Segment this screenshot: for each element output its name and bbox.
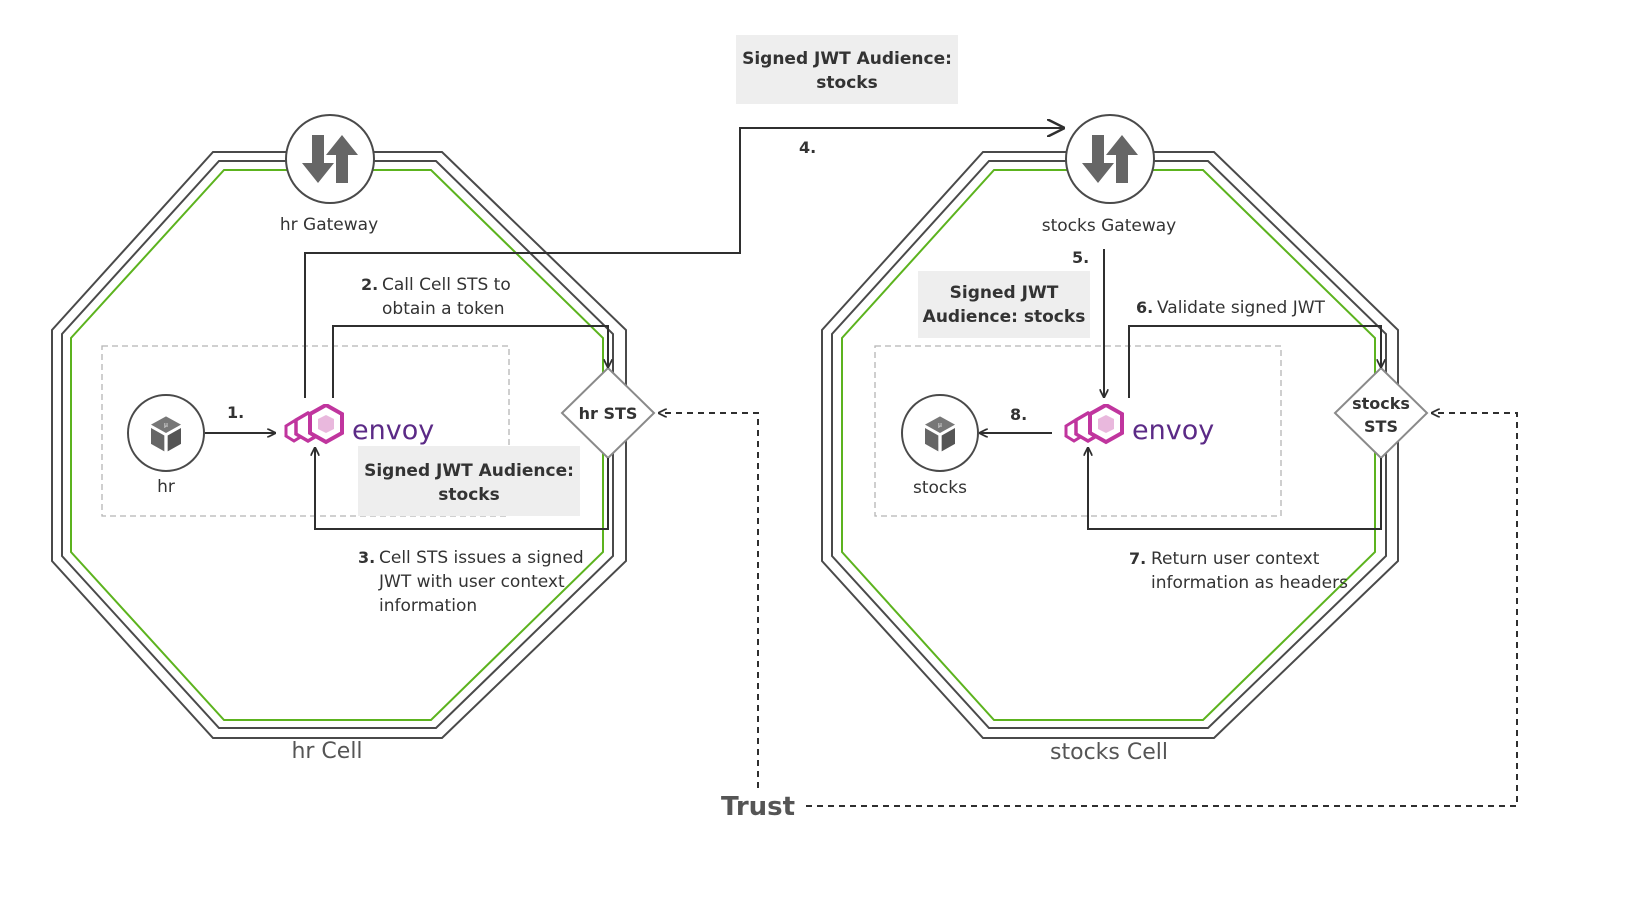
- step8-number: 8.: [1010, 405, 1027, 424]
- stocks-cell-outer-boundary: [821, 151, 1399, 739]
- envoy-logo-icon: [1064, 404, 1124, 444]
- stocks-service[interactable]: [901, 394, 979, 472]
- hr-jwt-note-line1: Signed JWT Audience:: [364, 461, 574, 481]
- stocks-envoy-label: envoy: [1132, 415, 1214, 446]
- hr-service[interactable]: [127, 394, 205, 472]
- arrow-step4: [304, 128, 1063, 398]
- arrow-step7: [1088, 448, 1382, 530]
- hr-jwt-note: Signed JWT Audience: stocks: [358, 446, 580, 516]
- stocks-gateway[interactable]: [1065, 114, 1155, 204]
- stocks-service-label: stocks: [913, 478, 967, 498]
- step2-number: 2.: [361, 275, 378, 294]
- hr-gateway-label: hr Gateway: [280, 215, 378, 235]
- trust-link-stocks: [806, 413, 1518, 807]
- arrow-step6: [1128, 325, 1381, 398]
- hr-sts-label: hr STS: [579, 404, 638, 423]
- step4-number: 4.: [799, 138, 816, 157]
- stocks-sts[interactable]: stocks STS: [1333, 366, 1429, 460]
- stocks-sts-label-line1: stocks: [1352, 394, 1410, 413]
- step3-line3: information: [379, 596, 477, 616]
- step6-line1: Validate signed JWT: [1157, 298, 1326, 318]
- hr-service-label: hr: [157, 477, 175, 497]
- hr-envoy-proxy[interactable]: envoy: [284, 404, 434, 446]
- top-jwt-note: Signed JWT Audience: stocks: [736, 35, 958, 104]
- stocks-sts-label-line2: STS: [1364, 417, 1398, 436]
- hr-gateway[interactable]: [285, 114, 375, 204]
- trust-link-hr: [659, 413, 759, 788]
- step3-number: 3.: [358, 548, 375, 567]
- stocks-gateway-label: stocks Gateway: [1042, 216, 1176, 236]
- stocks-envoy-proxy[interactable]: envoy: [1064, 404, 1214, 446]
- hr-envoy-label: envoy: [352, 415, 434, 446]
- arrow-step2: [332, 325, 608, 398]
- stocks-cell-middle-boundary: [831, 160, 1387, 729]
- step3-line1: Cell STS issues a signed: [379, 548, 584, 568]
- step5-number: 5.: [1072, 248, 1089, 267]
- step7-number: 7.: [1129, 549, 1146, 568]
- step1-number: 1.: [227, 403, 244, 422]
- step2-line1: Call Cell STS to: [382, 275, 511, 295]
- hr-cell: hr Gateway hr envoy hr STS Signed JWT Au…: [51, 114, 656, 764]
- top-jwt-note-line1: Signed JWT Audience:: [742, 49, 952, 69]
- hr-cell-outer-boundary: [51, 151, 627, 739]
- stocks-cell: stocks Gateway stocks envoy stocks STS S…: [821, 114, 1429, 765]
- stocks-jwt-note-line2: Audience: stocks: [923, 307, 1086, 327]
- hr-cell-middle-boundary: [61, 160, 614, 729]
- arrow-step3: [315, 448, 609, 530]
- step3-line2: JWT with user context: [378, 572, 565, 592]
- step7-line1: Return user context: [1151, 549, 1320, 569]
- stocks-cell-name: stocks Cell: [1050, 740, 1168, 765]
- top-jwt-note-line2: stocks: [816, 73, 877, 93]
- flow-connectors: [205, 128, 1518, 807]
- envoy-logo-icon: [284, 404, 344, 444]
- trust-label: Trust: [721, 792, 795, 822]
- hr-cell-name: hr Cell: [291, 739, 362, 764]
- step2-line2: obtain a token: [382, 299, 505, 319]
- stocks-cell-inner-boundary: [841, 169, 1376, 721]
- stocks-jwt-note: Signed JWT Audience: stocks: [918, 271, 1090, 338]
- step7-line2: information as headers: [1151, 573, 1348, 593]
- stocks-service-zone: [874, 345, 1282, 517]
- hr-cell-inner-boundary: [70, 169, 604, 721]
- step6-number: 6.: [1136, 298, 1153, 317]
- hr-jwt-note-line2: stocks: [438, 485, 499, 505]
- step-labels: 1. 2. Call Cell STS to obtain a token 3.…: [227, 138, 1348, 616]
- stocks-jwt-note-line1: Signed JWT: [950, 283, 1059, 303]
- hr-sts[interactable]: hr STS: [560, 366, 656, 460]
